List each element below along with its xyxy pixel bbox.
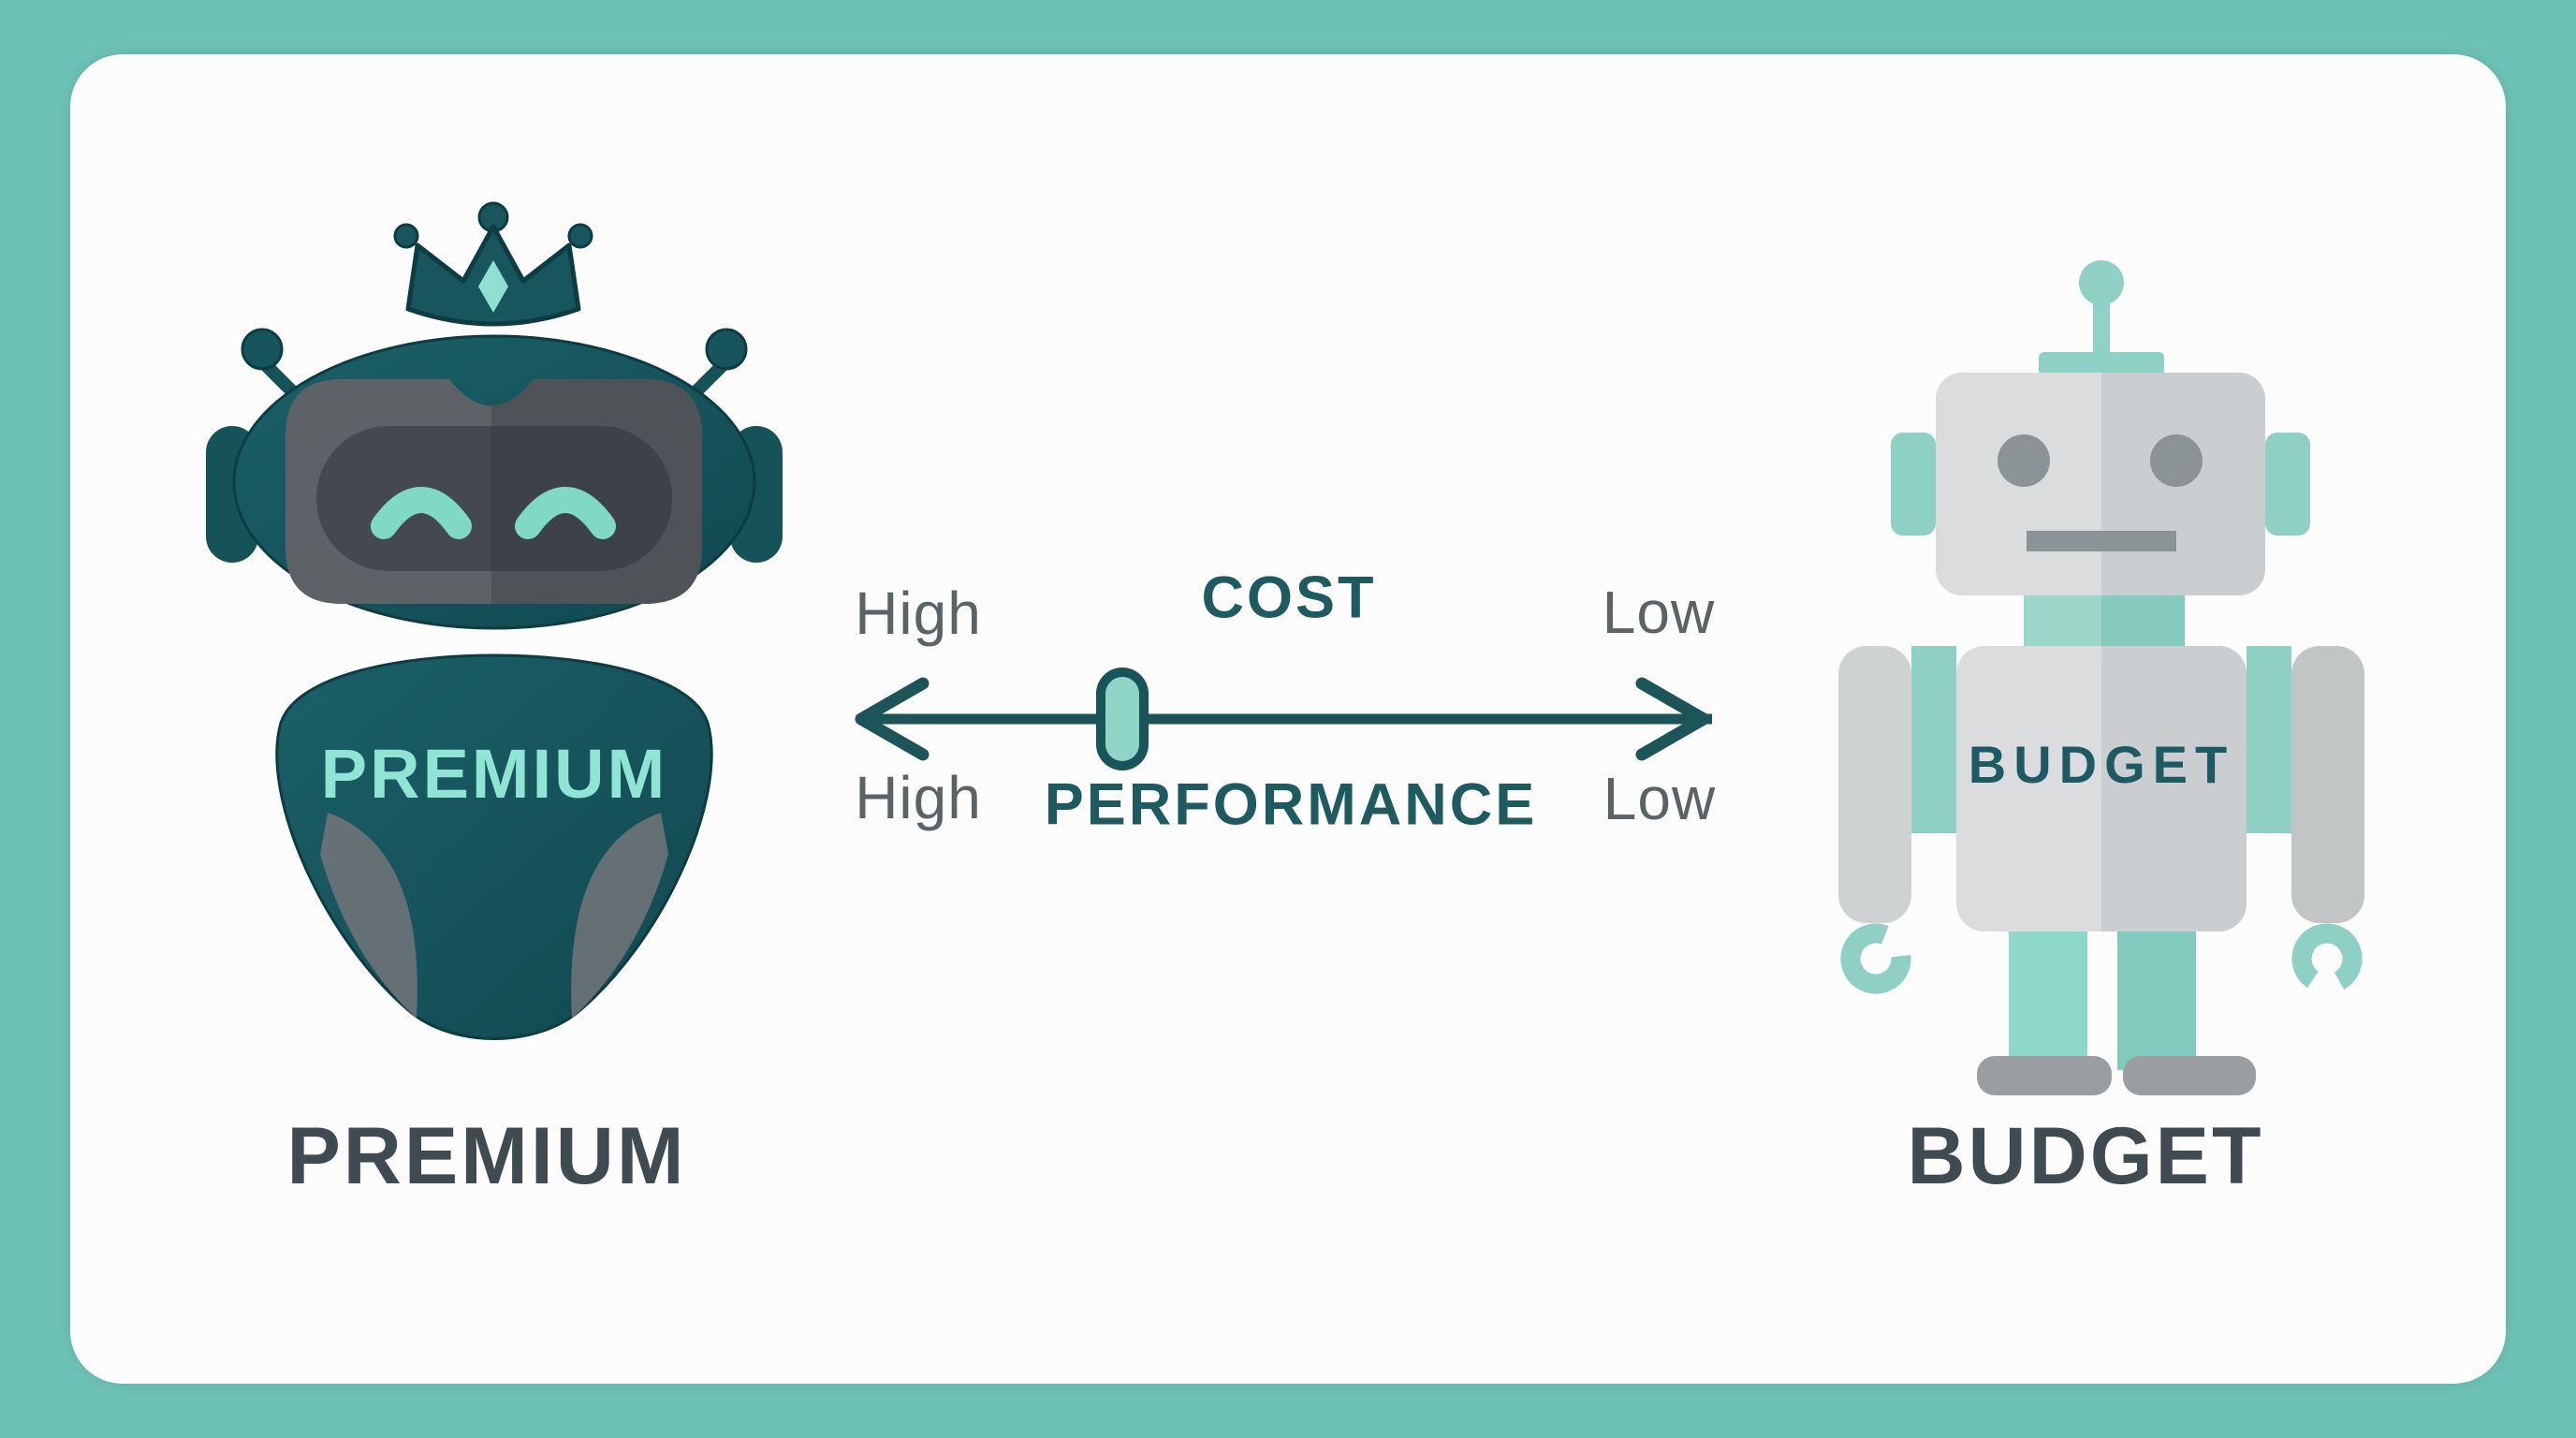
cost-label: COST — [1201, 565, 1377, 631]
budget-ear-left — [1891, 433, 1936, 536]
premium-face-plate — [285, 379, 702, 604]
premium-eye-right-icon — [515, 487, 616, 539]
budget-robot-illustration: BUDGET — [1838, 260, 2364, 1095]
premium-body-text: PREMIUM — [321, 735, 667, 813]
premium-body-panel-left — [320, 813, 417, 1019]
budget-head — [1936, 373, 2265, 595]
premium-body-panel-right — [571, 813, 668, 1019]
premium-caption: PREMIUM — [286, 1111, 687, 1201]
cost-performance-axis — [855, 668, 1712, 770]
budget-leg-left — [2009, 932, 2087, 1070]
poster-card: PREMIUM PREMIUM High COST Low High PERFO… — [70, 54, 2506, 1384]
budget-body: BUDGET — [1956, 646, 2247, 932]
budget-eye-right-icon — [2150, 434, 2203, 487]
budget-hand-left-icon — [1840, 923, 1911, 994]
budget-foot-right — [2123, 1056, 2256, 1095]
budget-hand-right-icon — [2291, 923, 2363, 994]
crown-gem-icon — [478, 260, 508, 313]
budget-antenna-icon — [2039, 260, 2164, 376]
budget-eye-left-icon — [1998, 434, 2050, 487]
budget-arm-left — [1838, 646, 1911, 923]
budget-arm-right — [2291, 646, 2364, 923]
budget-caption: BUDGET — [1907, 1111, 2264, 1201]
cost-low-label: Low — [1602, 579, 1716, 646]
budget-chest-text: BUDGET — [1969, 735, 2234, 794]
premium-body: PREMIUM — [275, 653, 713, 1040]
performance-low-label: Low — [1603, 765, 1717, 832]
budget-foot-left — [1977, 1056, 2112, 1095]
budget-mouth-icon — [2027, 531, 2176, 551]
budget-shoulder-left — [1911, 646, 1956, 833]
crown-icon — [393, 201, 593, 327]
performance-high-label: High — [855, 764, 982, 831]
slider-thumb — [1096, 668, 1149, 770]
double-arrow-icon — [855, 677, 1712, 761]
budget-shoulder-right — [2247, 646, 2291, 833]
premium-eye-left-icon — [371, 487, 472, 539]
budget-ear-right — [2265, 433, 2310, 536]
premium-robot-illustration: PREMIUM — [206, 201, 783, 1040]
budget-leg-right — [2117, 932, 2196, 1070]
budget-neck — [2024, 595, 2185, 650]
cost-high-label: High — [855, 580, 982, 647]
performance-label: PERFORMANCE — [1044, 771, 1538, 838]
